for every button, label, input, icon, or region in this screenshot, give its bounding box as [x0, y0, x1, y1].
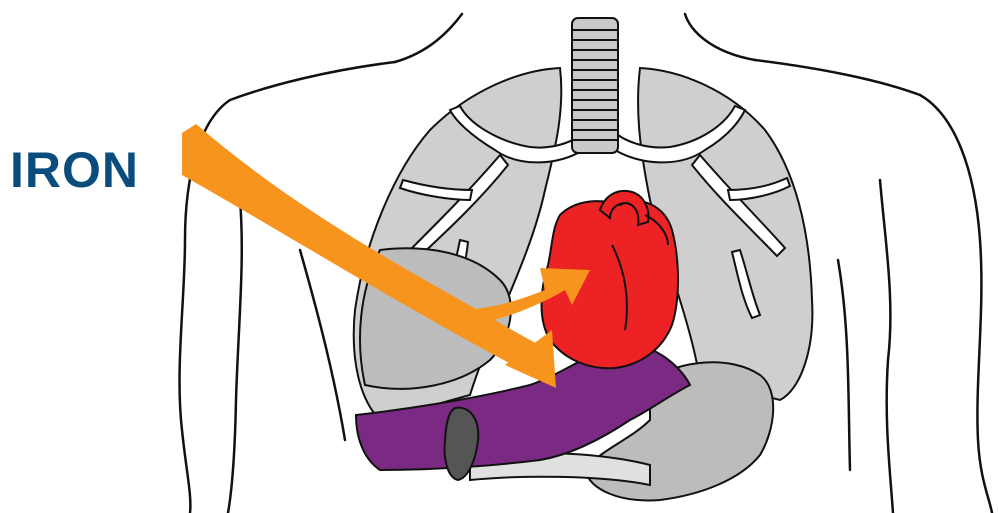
- trachea-icon: [572, 18, 618, 153]
- left-arm-inner-line: [228, 200, 242, 513]
- right-arm-inner-line: [880, 180, 893, 513]
- neck-right-line: [685, 14, 755, 60]
- right-chest-line: [838, 260, 850, 470]
- left-chest-line: [300, 250, 345, 440]
- iron-label: IRON: [10, 145, 139, 195]
- trachea-tube: [572, 18, 618, 153]
- neck-left-line: [395, 14, 462, 62]
